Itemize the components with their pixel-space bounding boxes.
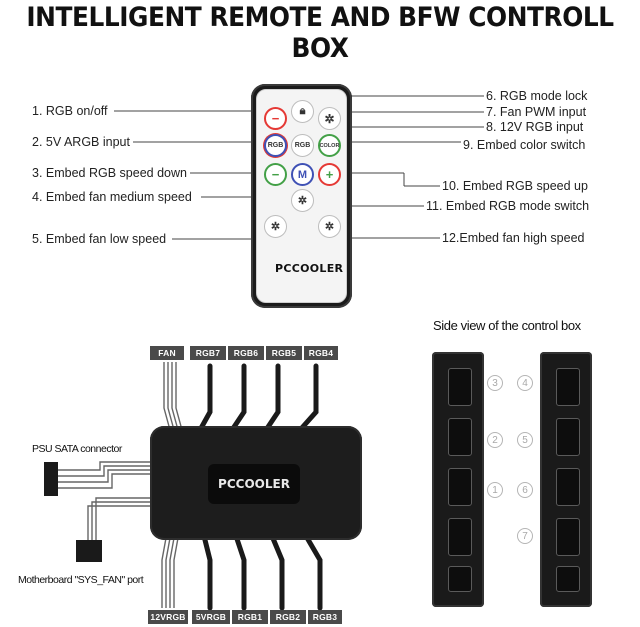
- label-fan-pwm-input: 7. Fan PWM input: [486, 105, 587, 119]
- label-mode: M: [297, 168, 308, 181]
- port-tag-rgb4: RGB4: [304, 346, 338, 360]
- rgb-speed-down-button[interactable]: −: [264, 163, 287, 186]
- fan-pwm-button[interactable]: ✲: [318, 107, 341, 130]
- label-rgb-mode-lock: 6. RGB mode lock: [486, 89, 588, 103]
- remote-control: − 🔒︎ ✲ RGB RGB COLOR − M + ✲: [251, 84, 352, 308]
- psu-sata-label: PSU SATA connector: [32, 443, 122, 455]
- bfw-control-box: PCCOOLER: [150, 426, 362, 540]
- hub-logo-panel: PCCOOLER: [208, 464, 300, 504]
- minus-icon: −: [271, 167, 280, 182]
- rgb-mode-switch-button[interactable]: M: [291, 163, 314, 186]
- slot-number-left-0: 3: [487, 375, 503, 391]
- minus-icon: −: [271, 111, 280, 126]
- side-slot: [448, 368, 472, 406]
- hub-brand-logo: PCCOOLER: [218, 477, 290, 491]
- side-slot: [556, 468, 580, 506]
- label-fan-low-speed: 5. Embed fan low speed: [32, 232, 167, 246]
- side-slot: [556, 418, 580, 456]
- slot-number-left-1: 2: [487, 432, 503, 448]
- slot-number-right-0: 4: [517, 375, 533, 391]
- fan-high-icon: ✲: [324, 221, 335, 233]
- argb-input-button[interactable]: RGB: [264, 134, 287, 157]
- slot-number-right-1: 5: [517, 432, 533, 448]
- label-12v-rgb-input: 8. 12V RGB input: [486, 120, 584, 134]
- label-rgb-argb: RGB: [267, 142, 284, 149]
- fan-medium-icon: ✲: [297, 195, 308, 207]
- label-rgb-12v: RGB: [294, 142, 311, 149]
- rgb-power-button[interactable]: −: [264, 107, 287, 130]
- color-switch-button[interactable]: COLOR: [318, 134, 341, 157]
- fan-high-button[interactable]: ✲: [318, 215, 341, 238]
- label-rgb-on-off: 1. RGB on/off: [32, 104, 108, 118]
- remote-face: − 🔒︎ ✲ RGB RGB COLOR − M + ✲: [256, 89, 347, 303]
- port-tag-rgb2: RGB2: [270, 610, 306, 624]
- label-5v-argb-input: 2. 5V ARGB input: [32, 135, 130, 149]
- rgb-speed-up-button[interactable]: +: [318, 163, 341, 186]
- label-rgb-speed-down: 3. Embed RGB speed down: [32, 166, 187, 180]
- port-tag-rgb6: RGB6: [228, 346, 264, 360]
- fan-icon: ✲: [324, 111, 335, 126]
- side-slot: [448, 418, 472, 456]
- side-view-left-panel: [432, 352, 484, 607]
- page-title: INTELLIGENT REMOTE AND BFW CONTROLL BOX: [26, 2, 614, 64]
- label-color: COLOR: [319, 142, 340, 149]
- lock-icon: 🔒︎: [299, 105, 306, 117]
- side-slot: [448, 518, 472, 556]
- side-slot: [556, 518, 580, 556]
- fan-medium-button[interactable]: ✲: [291, 189, 314, 212]
- slot-number-left-2: 1: [487, 482, 503, 498]
- rgb-12v-button[interactable]: RGB: [291, 134, 314, 157]
- fan-low-button[interactable]: ✲: [264, 215, 287, 238]
- label-rgb-mode-switch: 11. Embed RGB mode switch: [426, 199, 590, 213]
- side-fan-slot: [556, 566, 580, 592]
- mode-lock-button[interactable]: 🔒︎: [291, 100, 314, 123]
- port-tag-rgb5: RGB5: [266, 346, 302, 360]
- port-tag-rgb1: RGB1: [232, 610, 268, 624]
- slot-number-right-2: 6: [517, 482, 533, 498]
- port-tag-fan: FAN: [150, 346, 184, 360]
- label-rgb-speed-up: 10. Embed RGB speed up: [442, 179, 588, 193]
- port-tag-rgb7: RGB7: [190, 346, 226, 360]
- side-view-right-panel: [540, 352, 592, 607]
- label-fan-medium-speed: 4. Embed fan medium speed: [32, 190, 192, 204]
- label-fan-high-speed: 12.Embed fan high speed: [442, 231, 585, 245]
- remote-brand-logo: PCCOOLER: [275, 262, 344, 275]
- slot-number-left-3: 7: [517, 528, 533, 544]
- side-slot: [448, 468, 472, 506]
- side-fan-slot: [448, 566, 472, 592]
- side-view-title: Side view of the control box: [433, 318, 581, 333]
- port-tag-12vrgb: 12VRGB: [148, 610, 188, 624]
- port-tag-5vrgb: 5VRGB: [192, 610, 230, 624]
- fan-low-icon: ✲: [270, 221, 281, 233]
- motherboard-port-label: Motherboard "SYS_FAN" port: [18, 574, 144, 586]
- label-color-switch: 9. Embed color switch: [463, 138, 586, 152]
- plus-icon: +: [325, 167, 334, 182]
- port-tag-rgb3: RGB3: [308, 610, 342, 624]
- side-slot: [556, 368, 580, 406]
